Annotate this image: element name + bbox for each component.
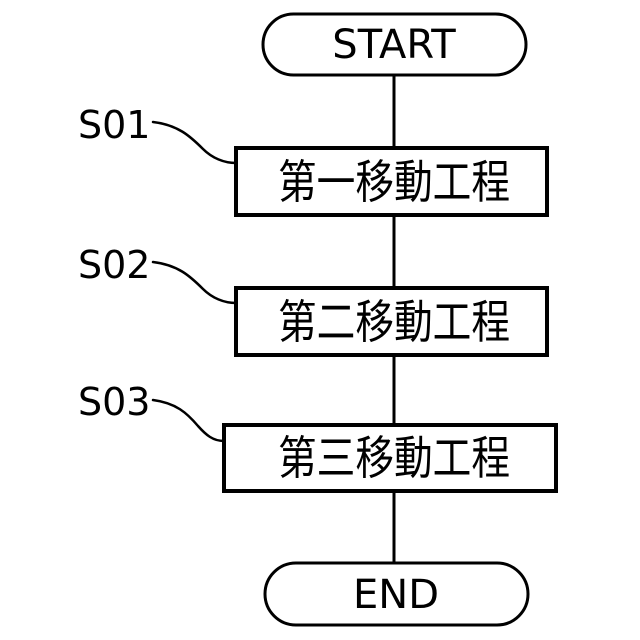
process-box-1-label: 第一移動工程 [278,155,510,209]
step-ref-s03: S03 [78,380,150,424]
end-terminal [263,561,530,627]
end-terminal-label: END [353,572,439,618]
leader-line-s01 [151,120,238,165]
start-terminal-label: START [332,22,456,68]
process-box-2 [234,286,549,357]
leader-line-s03 [151,398,226,443]
step-ref-s01: S01 [78,103,150,147]
process-box-1 [234,146,549,217]
process-box-2-label: 第二移動工程 [278,295,510,349]
step-ref-s02: S02 [78,243,150,287]
process-box-3-label: 第三移動工程 [278,431,510,485]
process-box-3 [222,423,558,493]
leader-line-s02 [151,260,238,305]
start-terminal [261,12,528,77]
